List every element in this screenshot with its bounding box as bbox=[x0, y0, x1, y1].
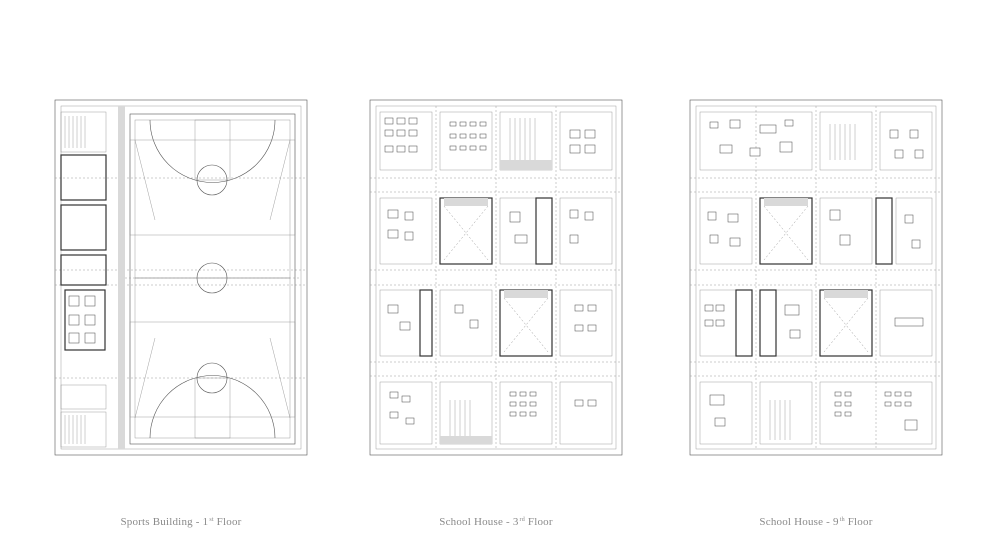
caption-end: Floor bbox=[524, 516, 553, 528]
sports-building-drawing bbox=[54, 99, 308, 456]
caption-end: Floor bbox=[213, 516, 242, 528]
caption-end: Floor bbox=[844, 516, 873, 528]
caption-text: School House - 9 bbox=[759, 516, 839, 528]
caption-text: School House - 3 bbox=[439, 516, 519, 528]
caption-text: Sports Building - 1 bbox=[120, 516, 209, 528]
school-house-3-plan bbox=[369, 99, 623, 456]
school-house-3-drawing bbox=[369, 99, 623, 456]
caption-sup: st bbox=[209, 517, 214, 523]
caption-sup: th bbox=[839, 517, 845, 523]
school-house-9-drawing bbox=[689, 99, 943, 456]
caption-school-house-9: School House - 9th Floor bbox=[690, 516, 942, 528]
sports-building-plan bbox=[54, 99, 308, 456]
school-house-9-plan bbox=[689, 99, 943, 456]
caption-school-house-3: School House - 3rd Floor bbox=[370, 516, 622, 528]
caption-sup: rd bbox=[519, 517, 525, 523]
caption-sports-building: Sports Building - 1st Floor bbox=[55, 516, 307, 528]
